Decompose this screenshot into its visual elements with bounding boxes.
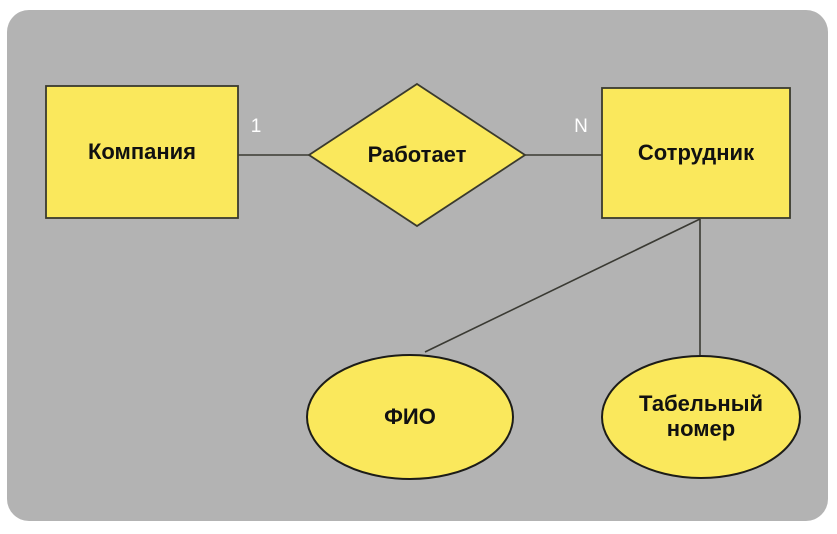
attribute-ellipse-tab-number[interactable] <box>601 355 801 479</box>
cardinality-label-company-side: 1 <box>250 116 262 137</box>
entity-box-company[interactable] <box>45 85 239 219</box>
attribute-ellipse-fio[interactable] <box>306 354 514 480</box>
relationship-diamond-works[interactable] <box>307 82 527 228</box>
connector-employee-to-fio <box>424 218 701 353</box>
cardinality-label-employee-side: N <box>574 116 588 137</box>
entity-box-employee[interactable] <box>601 87 791 219</box>
